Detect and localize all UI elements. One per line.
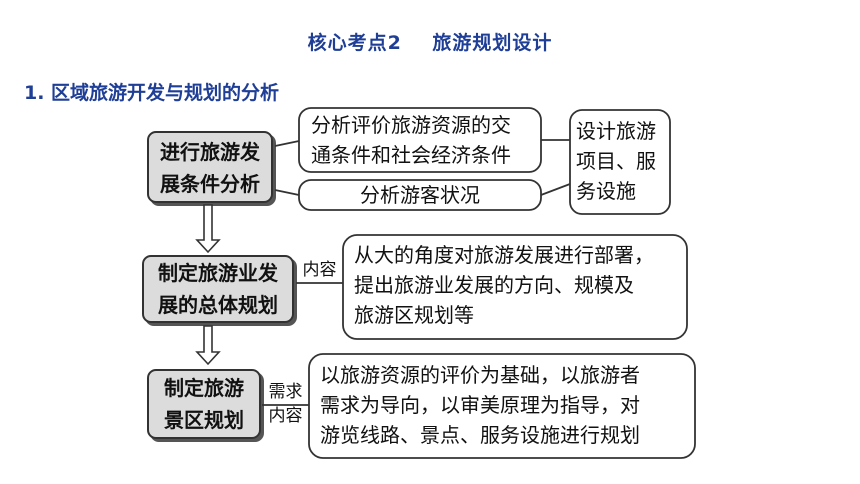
step-label-overall: 制定旅游业发展的总体规划 <box>158 261 278 317</box>
step-box-overall <box>142 255 294 323</box>
scenic-tag: 需求内容 <box>268 382 303 426</box>
overall-plan-box <box>342 234 688 340</box>
connector-to-tourists <box>274 189 300 196</box>
step-label-conditions: 进行旅游发展条件分析 <box>160 140 260 196</box>
step-box-conditions <box>147 131 273 203</box>
connector-tourists-design <box>540 183 571 196</box>
section-subtitle: 1. 区域旅游开发与规划的分析 <box>24 82 280 104</box>
scenic-plan-box <box>308 353 696 459</box>
overall-plan-text: 从大的角度对旅游发展进行部署，提出旅游业发展的方向、规模及旅游区规划等 <box>354 243 654 327</box>
connector-to-resources <box>274 140 300 147</box>
design-text: 设计旅游项目、服务设施 <box>576 119 656 203</box>
step-box-scenic <box>147 369 261 439</box>
page-title: 核心考点2 旅游规划设计 <box>307 32 553 54</box>
design-box <box>569 109 671 215</box>
step-label-scenic: 制定旅游景区规划 <box>164 376 244 432</box>
analysis-resources-text: 分析评价旅游资源的交通条件和社会经济条件 <box>311 113 511 167</box>
arrow-down-2 <box>195 325 221 366</box>
analysis-tourists-text: 分析游客状况 <box>360 183 480 207</box>
arrow-down-1 <box>195 204 221 254</box>
scenic-plan-text: 以旅游资源的评价为基础，以旅游者需求为导向，以审美原理为指导，对游览线路、景点、… <box>320 363 640 447</box>
content-tag: 内容 <box>302 260 337 280</box>
